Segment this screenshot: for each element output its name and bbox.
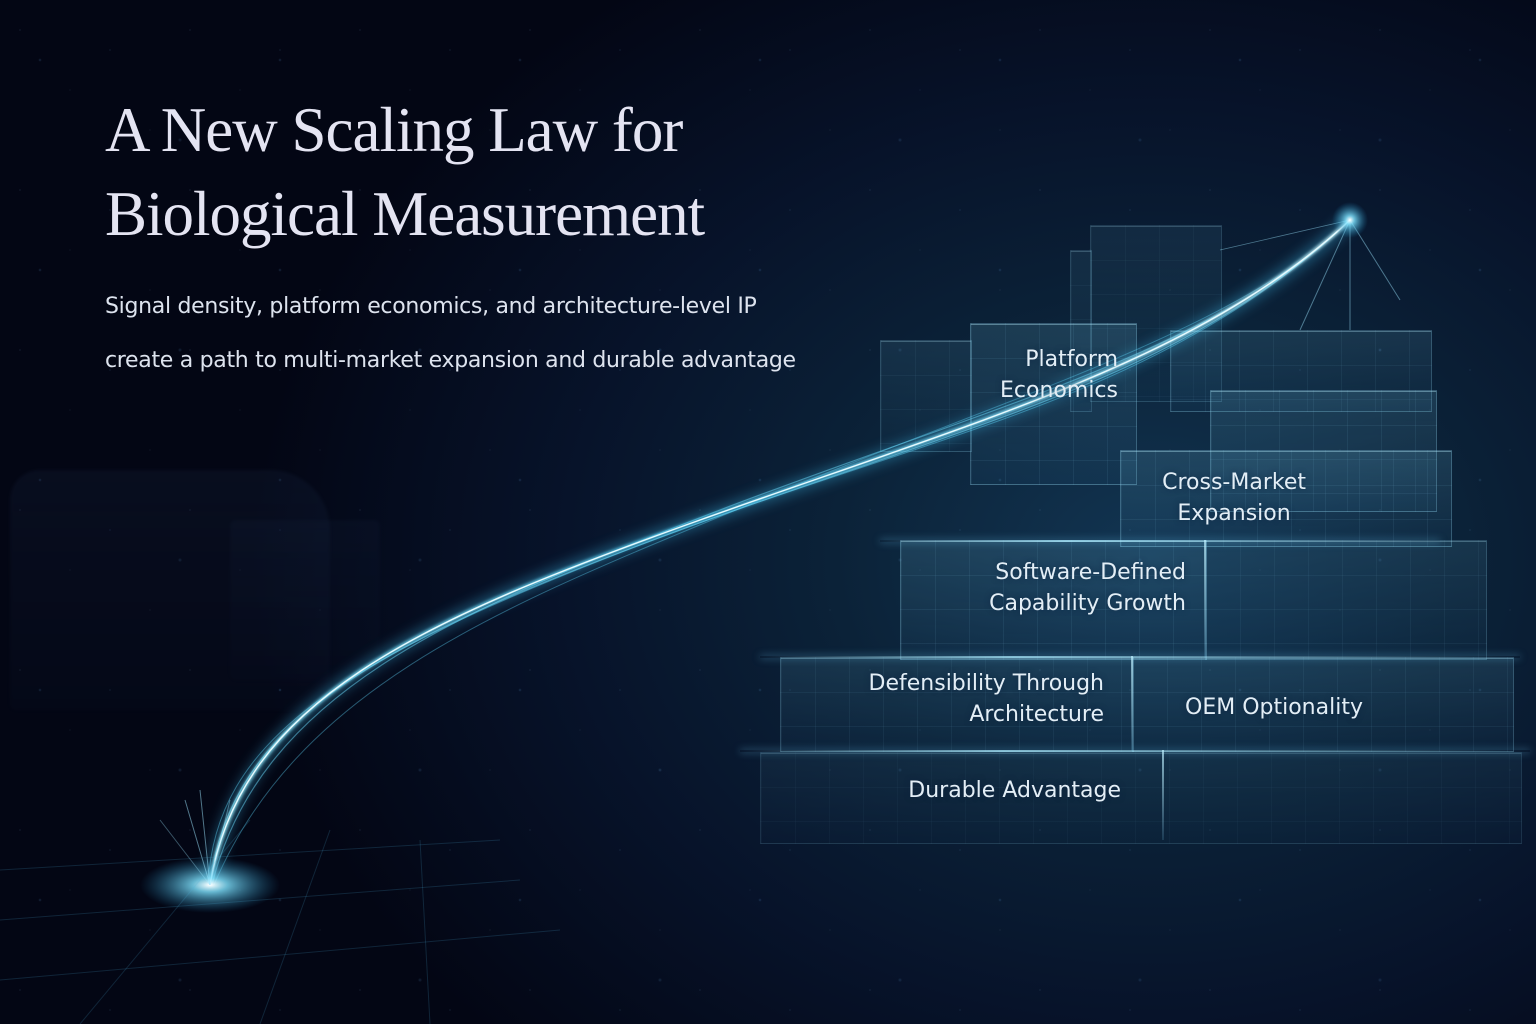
pillar-label: Architecture — [969, 702, 1104, 727]
pillar-oem-optionality: OEM Optionality — [1185, 692, 1363, 723]
lab-instrument-silhouette — [10, 470, 330, 710]
pillar-label: Expansion — [1177, 501, 1291, 526]
pillar-durable-advantage: Durable Advantage — [908, 775, 1121, 806]
pillar-label: Economics — [1000, 378, 1118, 403]
glass-panel-durable — [760, 752, 1522, 844]
glass-panel — [880, 340, 972, 452]
glass-panel — [1070, 250, 1092, 412]
curve-strands — [203, 214, 1355, 887]
glass-panel — [1205, 540, 1487, 660]
pillar-defensibility-through-architecture: Defensibility Through Architecture — [869, 668, 1104, 730]
title-line: Biological Measurement — [105, 179, 705, 249]
panel-edge-glow — [1204, 540, 1206, 658]
glass-panel — [1170, 330, 1432, 412]
pillar-label: OEM Optionality — [1185, 695, 1363, 720]
panel-edge-glow — [760, 656, 1520, 658]
lab-instrument-silhouette — [230, 520, 380, 680]
subtitle-line: Signal density, platform economics, and … — [105, 294, 757, 319]
glass-panel-defensibility — [780, 657, 1134, 752]
panel-edge-glow — [1131, 656, 1133, 751]
curve-tip-rays — [1219, 219, 1401, 331]
pillar-label: Software-Defined — [995, 560, 1186, 585]
pillar-label: Cross-Market — [1162, 470, 1306, 495]
pillar-platform-economics: Platform Economics — [1000, 344, 1118, 406]
pillar-label: Capability Growth — [989, 591, 1186, 616]
pillar-label: Platform — [1025, 347, 1118, 372]
curve-tip-glow — [1332, 202, 1368, 238]
glass-panel — [1210, 390, 1437, 512]
page-title: A New Scaling Law for Biological Measure… — [105, 88, 705, 256]
panel-edge-glow — [1162, 750, 1164, 840]
page-subtitle: Signal density, platform economics, and … — [105, 280, 796, 388]
pillar-label: Defensibility Through — [868, 671, 1104, 696]
floor-grid — [0, 819, 561, 1024]
pillar-cross-market-expansion: Cross-Market Expansion — [1162, 467, 1306, 529]
pillar-label: Durable Advantage — [908, 778, 1121, 803]
title-line: A New Scaling Law for — [105, 95, 683, 165]
glass-panel-platform — [970, 323, 1137, 485]
glass-panel-oem — [1132, 657, 1514, 752]
glass-panel-cross-market — [1120, 450, 1452, 547]
light-burst-icon — [140, 789, 280, 913]
pillar-software-defined-capability-growth: Software-Defined Capability Growth — [989, 557, 1186, 619]
panel-edge-glow — [740, 750, 1530, 752]
subtitle-line: create a path to multi-market expansion … — [105, 348, 796, 373]
glass-panel-software — [900, 540, 1207, 660]
panel-edge-glow — [880, 540, 1440, 542]
